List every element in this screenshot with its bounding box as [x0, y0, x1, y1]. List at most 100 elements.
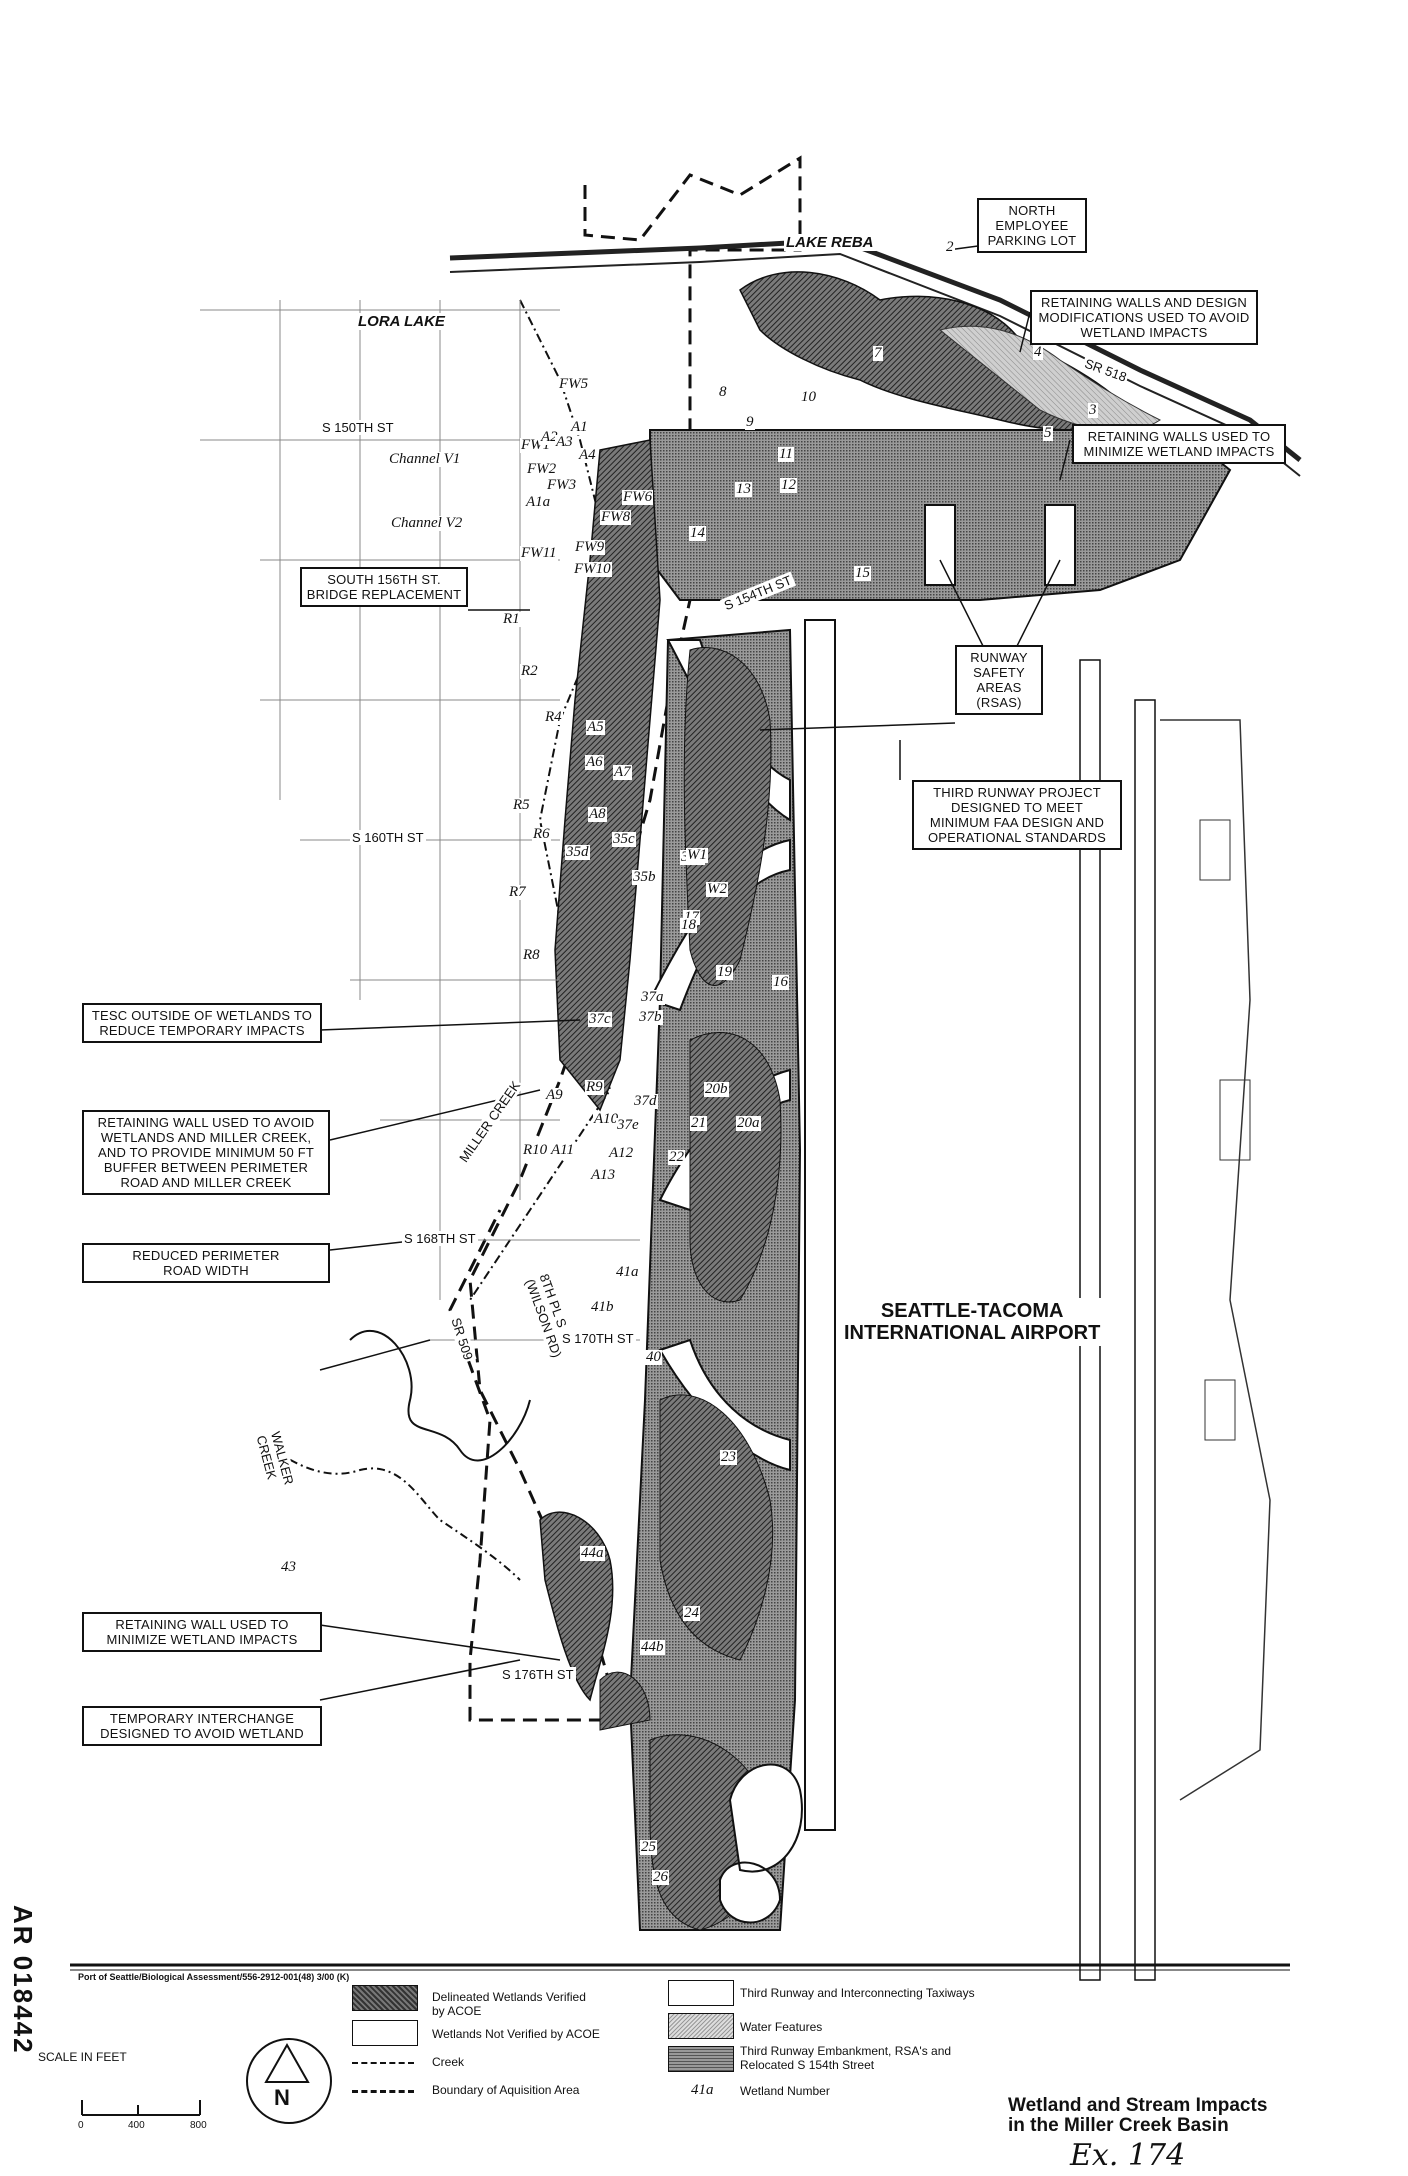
wetland-number: 12 [780, 477, 797, 493]
street-s150: S 150TH ST [320, 420, 396, 435]
callout-bridge-replacement: SOUTH 156TH ST. BRIDGE REPLACEMENT [300, 567, 468, 607]
north-letter: N [274, 2085, 290, 2110]
wetland-number: A12 [608, 1145, 635, 1161]
wetland-number: 19 [716, 964, 733, 980]
ar-stamp: AR 018442 [8, 1905, 38, 2055]
wetland-number: R9 [585, 1079, 604, 1095]
wetland-number: 22 [668, 1149, 685, 1165]
legend-label: Wetlands Not Verified by ACOE [432, 2027, 600, 2041]
wetland-corridor-west [554, 439, 661, 1112]
callout-tesc: TESC OUTSIDE OF WETLANDS TO REDUCE TEMPO… [82, 1003, 322, 1043]
wetland-number: 20b [704, 1081, 729, 1097]
wetland-number: A4 [578, 447, 597, 463]
airport-label: SEATTLE-TACOMA INTERNATIONAL AIRPORT [840, 1298, 1105, 1346]
existing-runway-3 [1134, 699, 1156, 1981]
wetland-number: 37c [588, 1011, 612, 1027]
legend-label: Third Runway Embankment, RSA's and Reloc… [740, 2044, 952, 2072]
callout-third-runway: THIRD RUNWAY PROJECT DESIGNED TO MEET MI… [912, 780, 1122, 850]
wetland-number: 41b [590, 1299, 615, 1315]
wetland-number: 24 [683, 1605, 700, 1621]
street-s176: S 176TH ST [500, 1667, 576, 1682]
legend-swatch-not-verified [352, 2020, 418, 2046]
wetland-number: R7 [508, 884, 527, 900]
legend-label: Wetland Number [740, 2084, 830, 2098]
wetland-number: 20a [736, 1115, 761, 1131]
wetland-number: 14 [689, 525, 706, 541]
label-channel-v1: Channel V1 [388, 451, 462, 467]
label-lora-lake: LORA LAKE [356, 313, 447, 330]
handwritten-scribble [349, 1329, 531, 1462]
wetland-number: 44b [640, 1639, 665, 1655]
scale-bar-graphic [81, 2100, 201, 2116]
legend-label: Creek [432, 2055, 465, 2069]
wetland-number: FW6 [622, 489, 654, 505]
wetland-number: 9 [745, 414, 755, 430]
label-lake-reba: LAKE REBA [784, 234, 876, 251]
callout-reduced-road: REDUCED PERIMETER ROAD WIDTH [82, 1243, 330, 1283]
wetland-number: 41a [615, 1264, 640, 1280]
wetland-number: W2 [706, 881, 728, 897]
wetland-number: R10 [522, 1142, 549, 1158]
wetland-number: 11 [778, 446, 794, 462]
wetland-number: 25 [640, 1839, 657, 1855]
wetland-number: 37b [638, 1009, 663, 1025]
callout-retaining-minimize-bottom: RETAINING WALL USED TO MINIMIZE WETLAND … [82, 1612, 322, 1652]
wetland-number: 16 [772, 974, 789, 990]
wetland-number: A10 [593, 1111, 620, 1127]
wetland-number: R5 [512, 797, 531, 813]
scale-tick: 800 [190, 2120, 207, 2131]
wetland-number: FW3 [546, 477, 578, 493]
wetland-number: A11 [550, 1142, 576, 1158]
wetland-number: R2 [520, 663, 539, 679]
sr518-road [449, 237, 1302, 462]
wetland-number: FW2 [526, 461, 558, 477]
street-s168: S 168TH ST [402, 1231, 478, 1246]
wetland-number: R1 [502, 611, 521, 627]
wetland-number: A3 [555, 434, 574, 450]
wetland-number: 7 [873, 345, 883, 361]
wetland-number: 40 [645, 1349, 662, 1365]
existing-runway-1 [804, 619, 836, 1831]
wetland-number: 3 [1088, 402, 1098, 418]
wetland-number: A9 [545, 1087, 564, 1103]
wetland-number: R6 [532, 826, 551, 842]
callout-north-parking: NORTH EMPLOYEE PARKING LOT [977, 198, 1087, 253]
legend-label: Third Runway and Interconnecting Taxiway… [740, 1986, 975, 2000]
callout-temp-interchange: TEMPORARY INTERCHANGE DESIGNED TO AVOID … [82, 1706, 322, 1746]
scale-tick: 0 [78, 2120, 84, 2131]
wetland-number: 37a [640, 989, 665, 1005]
wetland-number: A7 [613, 764, 632, 780]
wetland-number: 44a [580, 1545, 605, 1561]
wetland-number: A8 [588, 806, 607, 822]
wetland-number: 4 [1033, 344, 1043, 360]
wetland-number: 2 [945, 239, 955, 255]
street-s160: S 160TH ST [350, 830, 426, 845]
label-channel-v2: Channel V2 [390, 515, 464, 531]
wetland-number: 18 [680, 917, 697, 933]
wetland-number: 10 [800, 389, 817, 405]
legend-line-boundary [352, 2090, 414, 2093]
scale-label: SCALE IN FEET [38, 2050, 127, 2064]
callout-rsa: RUNWAY SAFETY AREAS (RSAs) [955, 645, 1043, 715]
source-line: Port of Seattle/Biological Assessment/55… [78, 1972, 350, 1982]
wetland-number: 5 [1043, 425, 1053, 441]
exhibit-number: Ex. 174 [1070, 2138, 1186, 2173]
callout-retaining-miller: RETAINING WALL USED TO AVOID WETLANDS AN… [82, 1110, 330, 1195]
north-arrow [246, 2038, 332, 2124]
wetland-number: A1 [570, 419, 589, 435]
wetland-number: 21 [690, 1115, 707, 1131]
wetland-number: FW8 [600, 509, 632, 525]
wetland-number: 8 [718, 384, 728, 400]
callout-retaining-minimize-top: RETAINING WALLS USED TO MINIMIZE WETLAND… [1072, 424, 1286, 464]
wetland-number: FW5 [558, 376, 590, 392]
legend-swatch-verified [352, 1985, 418, 2011]
wetland-number: 37d [633, 1093, 658, 1109]
callout-retaining-design: RETAINING WALLS AND DESIGN MODIFICATIONS… [1030, 290, 1258, 345]
legend-wetland-number-symbol: 41a [690, 2082, 715, 2098]
walker-creek-line [259, 1439, 521, 1581]
wetland-number: 26 [652, 1869, 669, 1885]
wetland-number: R8 [522, 947, 541, 963]
wetland-number: A2 [540, 429, 559, 445]
legend-label: Boundary of Aquisition Area [432, 2083, 580, 2097]
